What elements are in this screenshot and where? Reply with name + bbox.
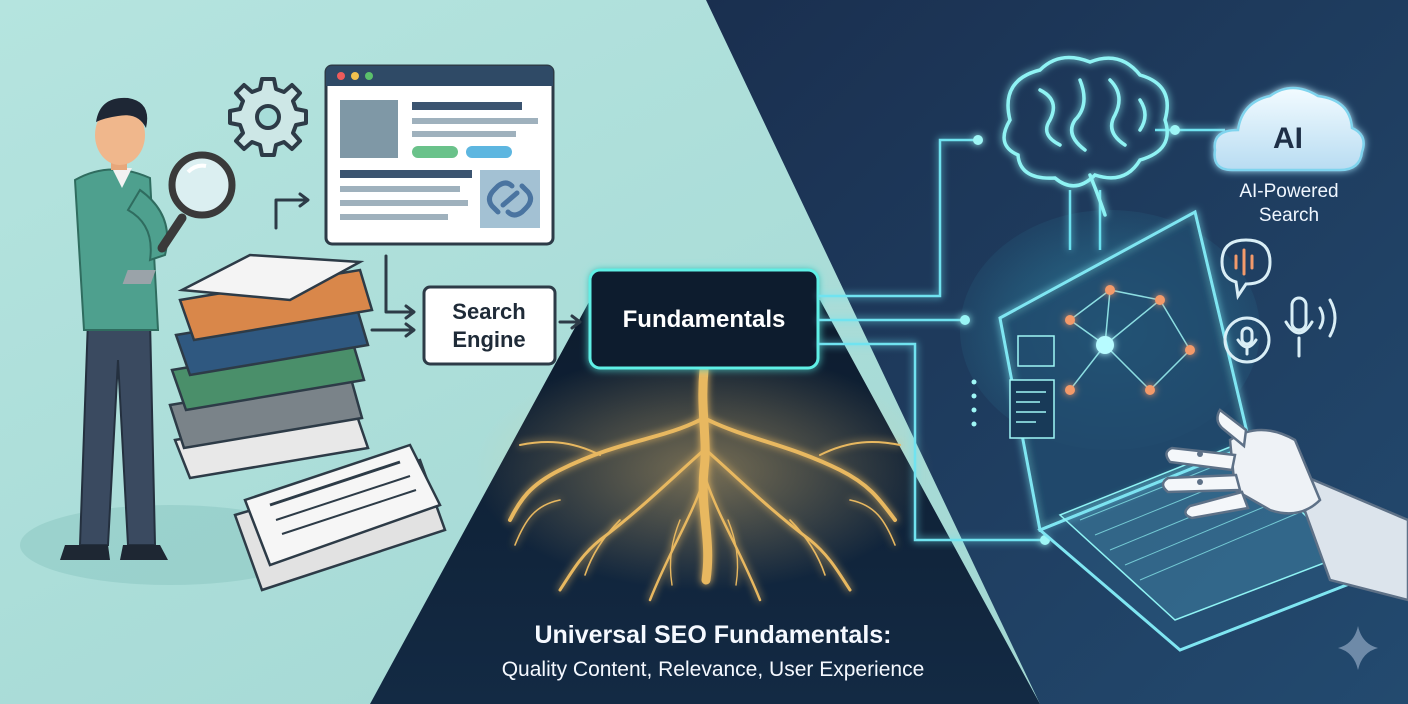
fundamentals-node: Fundamentals bbox=[588, 268, 820, 370]
ai-cloud-badge: AI bbox=[1213, 86, 1365, 172]
magnifier-icon bbox=[168, 151, 236, 219]
person-with-magnifier bbox=[20, 97, 320, 585]
microphone-waves-icon bbox=[1284, 296, 1337, 358]
webpage-window bbox=[324, 64, 555, 246]
microphone-icon bbox=[1223, 316, 1271, 364]
sparkle-icon bbox=[1338, 626, 1378, 670]
robot-hand-icon bbox=[1161, 408, 1408, 602]
ai-powered-search-label-line2: Search bbox=[1259, 205, 1319, 226]
caption-title: Universal SEO Fundamentals: bbox=[534, 621, 891, 649]
voice-bubble-icon bbox=[1220, 238, 1272, 301]
fundamentals-label: Fundamentals bbox=[623, 306, 786, 333]
ai-badge-label: AI bbox=[1273, 122, 1303, 155]
link-icon bbox=[486, 180, 534, 218]
roots-icon bbox=[474, 350, 934, 602]
flow-arrows-left bbox=[274, 192, 582, 338]
ai-powered-search-label-line1: AI-Powered bbox=[1239, 181, 1338, 202]
caption-subtitle: Quality Content, Relevance, User Experie… bbox=[502, 658, 925, 681]
search-engine-label-line1: Search bbox=[452, 299, 525, 324]
books-stack-icon bbox=[122, 253, 374, 480]
brain-icon bbox=[1002, 55, 1169, 217]
search-engine-node: Search Engine bbox=[422, 285, 557, 366]
search-engine-label-line2: Engine bbox=[452, 327, 525, 352]
newspapers-icon bbox=[233, 443, 447, 592]
gear-icon bbox=[228, 77, 308, 157]
